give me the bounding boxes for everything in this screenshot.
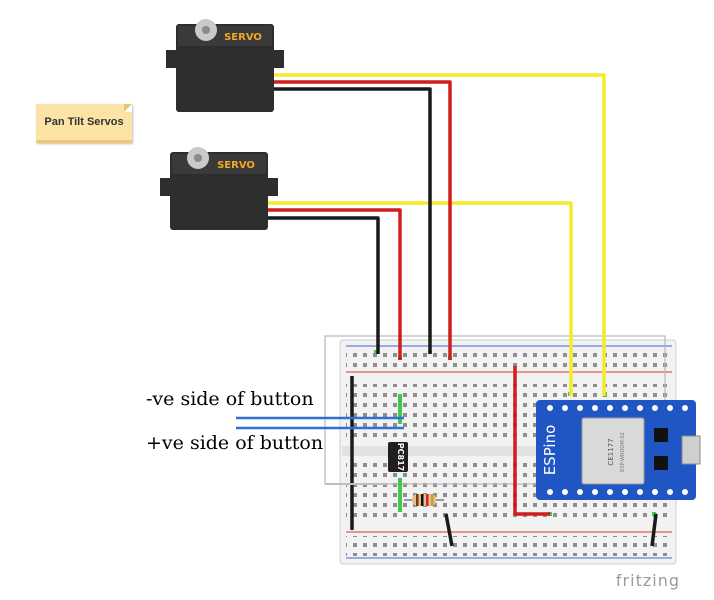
optocoupler: PC817 xyxy=(388,442,408,472)
espino-board: CE1177 ESP-WROOM-02 ESPino xyxy=(536,400,701,500)
pan-tilt-servos-note: Pan Tilt Servos xyxy=(36,104,132,143)
red-wires xyxy=(268,80,550,516)
positive-button-label: +ve side of button xyxy=(146,432,324,454)
module-sublabel: ESP-WROOM-02 xyxy=(620,432,626,472)
black-wires xyxy=(268,87,658,547)
servo-label: SERVO xyxy=(217,160,255,171)
servo-bottom: SERVO xyxy=(160,147,278,230)
resistor xyxy=(404,494,444,506)
servo-top: SERVO xyxy=(166,19,284,112)
board-name: ESPino xyxy=(541,425,559,476)
fritzing-watermark: fritzing xyxy=(615,571,680,590)
servo-label: SERVO xyxy=(224,32,262,43)
negative-button-label: -ve side of button xyxy=(146,388,314,410)
optocoupler-label: PC817 xyxy=(396,443,405,471)
yellow-wires xyxy=(268,73,606,396)
button-wires xyxy=(236,416,404,430)
module-label: CE1177 xyxy=(607,438,615,465)
